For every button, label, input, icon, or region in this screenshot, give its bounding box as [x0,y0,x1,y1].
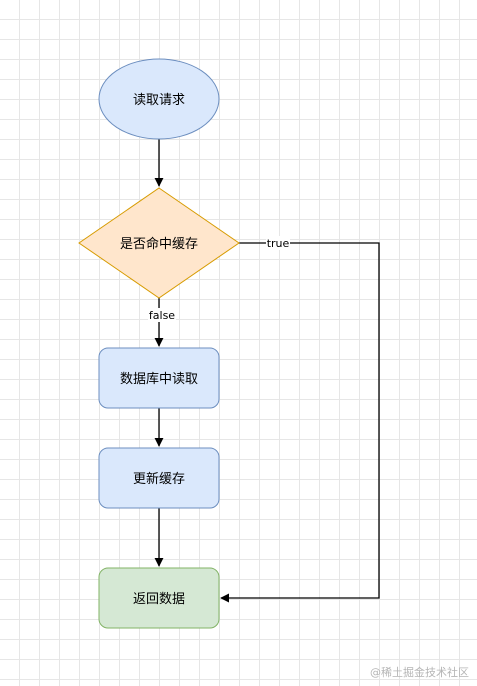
true-label-bg [266,236,290,250]
db-read-label: 数据库中读取 [120,371,198,387]
true-label: true [267,237,290,250]
start-node: 读取请求 [98,58,220,140]
update-cache-box [98,447,220,509]
return-data-label: 返回数据 [133,592,185,607]
edge-decision-true-to-return-data [220,242,380,603]
decision-diamond [78,187,240,299]
decision-label: 是否命中缓存 [120,236,198,252]
decision-node: 是否命中缓存 [78,187,240,299]
db-read-node: 数据库中读取 [98,347,220,409]
start-ellipse [98,58,220,140]
false-label: false [149,309,175,322]
update-cache-node: 更新缓存 [98,447,220,509]
start-label: 读取请求 [133,93,185,108]
db-read-box [98,347,220,409]
update-cache-label: 更新缓存 [133,471,185,487]
false-label-bg [148,308,176,322]
return-data-node: 返回数据 [98,567,220,629]
watermark: @稀土掘金技术社区 [370,666,469,679]
return-data-box [98,567,220,629]
